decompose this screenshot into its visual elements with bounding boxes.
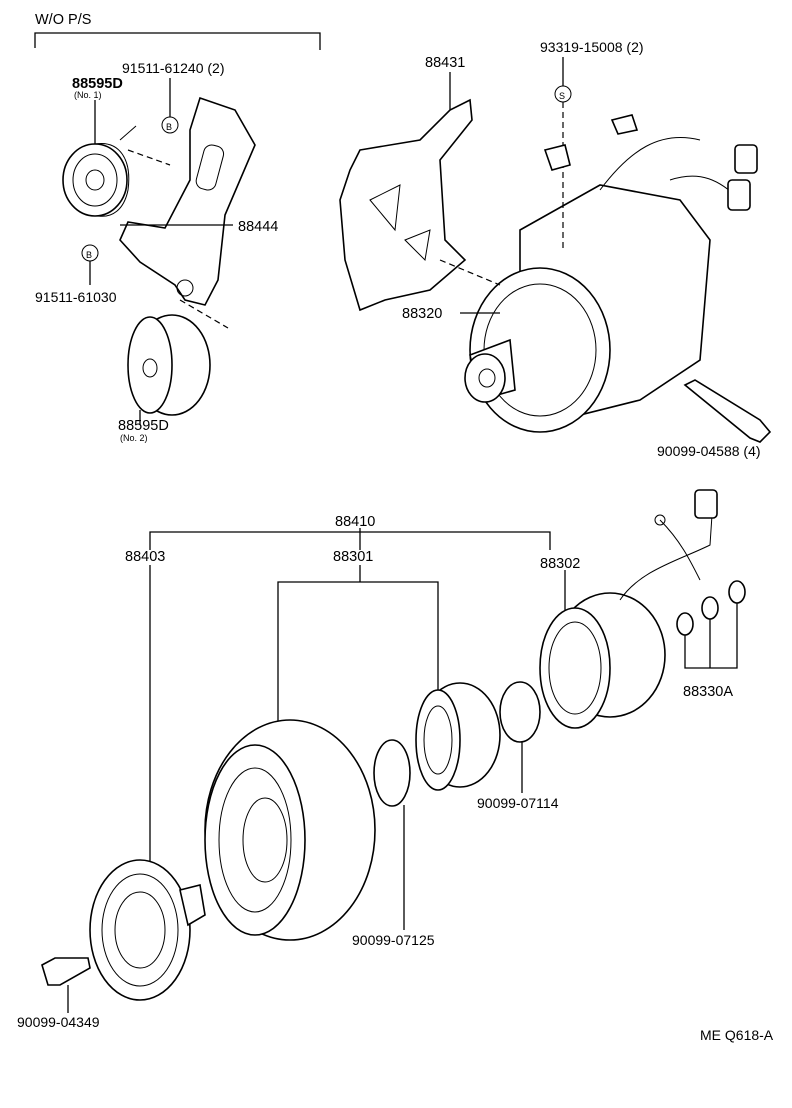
label-88444: 88444 xyxy=(238,219,278,235)
svg-text:S: S xyxy=(559,91,565,101)
idler-pulley-2 xyxy=(127,314,211,425)
label-no2: (No. 2) xyxy=(120,433,148,443)
label-90099-07114: 90099-07114 xyxy=(477,795,559,811)
svg-text:B: B xyxy=(86,250,92,260)
label-88403: 88403 xyxy=(125,549,165,565)
label-88431: 88431 xyxy=(425,55,465,71)
label-88410: 88410 xyxy=(335,514,375,530)
figure-code: ME Q618-A xyxy=(700,1027,774,1043)
pulley-88301 xyxy=(204,719,376,941)
bolt-90099-04588 xyxy=(683,379,772,443)
clip-part xyxy=(543,144,571,171)
clutch-group-leaders xyxy=(149,528,566,870)
group-label: W/O P/S xyxy=(35,12,91,28)
label-90099-04588: 90099-04588 (4) xyxy=(657,443,761,459)
shims-88330A xyxy=(676,580,746,669)
label-90099-07125: 90099-07125 xyxy=(352,932,435,948)
label-no1: (No. 1) xyxy=(74,90,102,100)
svg-text:B: B xyxy=(166,122,172,132)
label-88301: 88301 xyxy=(333,549,373,565)
stator-88302 xyxy=(539,489,718,729)
bearing xyxy=(415,682,501,791)
hub-88403 xyxy=(89,859,206,1001)
bracket-hole xyxy=(176,279,194,297)
group-bracket xyxy=(34,32,321,50)
leader-lines-top-left xyxy=(89,78,233,285)
bracket-88444 xyxy=(119,96,256,306)
label-88302: 88302 xyxy=(540,556,580,572)
snap-ring-90099-07114 xyxy=(499,681,541,793)
idler-pulley-1 xyxy=(62,125,171,217)
clip-part xyxy=(610,114,639,135)
label-88330A: 88330A xyxy=(683,684,733,700)
compressor-88320 xyxy=(439,136,758,433)
bracket-slot xyxy=(195,144,225,191)
label-93319-15008: 93319-15008 (2) xyxy=(540,39,644,55)
hub-bolt xyxy=(41,957,91,1013)
label-90099-04349: 90099-04349 xyxy=(17,1014,100,1030)
marker-s: S xyxy=(554,85,572,103)
label-91511-61030: 91511-61030 xyxy=(35,289,117,305)
label-88595D-no1: 88595D xyxy=(72,76,123,92)
marker-b-low: B xyxy=(81,244,99,262)
cover-88431 xyxy=(339,72,473,312)
label-88320: 88320 xyxy=(402,306,442,322)
snap-ring-90099-07125 xyxy=(373,739,411,930)
marker-b-top: B xyxy=(161,116,179,134)
label-88595D-no2: 88595D xyxy=(118,418,169,434)
label-91511-61240: 91511-61240 (2) xyxy=(122,60,224,76)
